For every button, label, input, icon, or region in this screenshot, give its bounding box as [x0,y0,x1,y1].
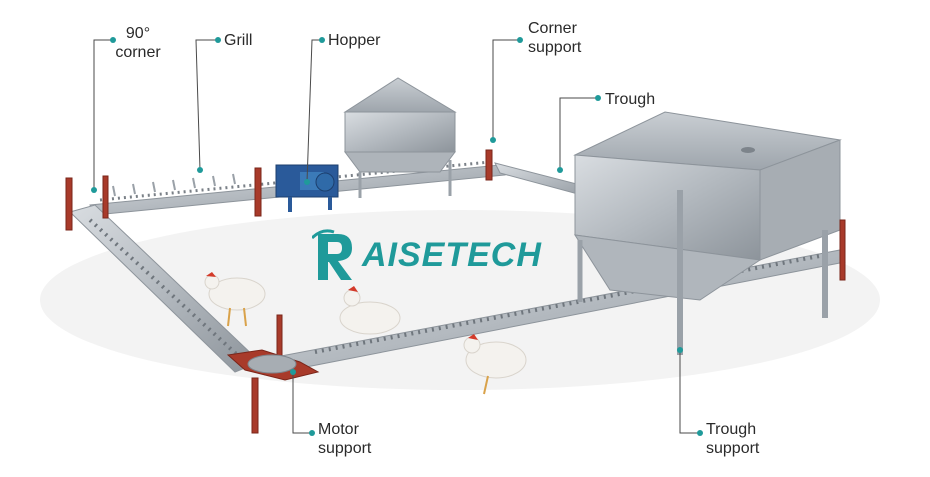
label-corner-support-line2: support [528,39,582,56]
label-corner-support-line1: Corner [528,20,577,37]
label-hopper: Hopper [328,32,381,49]
chicken-2 [339,286,401,335]
callout-dots [91,37,703,436]
label-trough-support-line1: Trough [706,421,757,438]
label-90-corner: 90° corner [112,24,164,62]
label-grill: Grill [224,32,253,49]
chicken-1 [204,272,266,327]
label-trough: Trough [605,91,656,108]
motor-support-plate [247,354,297,374]
label-motor-support-line1: Motor [318,421,359,438]
label-trough-support-line2: support [706,440,760,457]
grill-spikes [112,173,236,197]
hopper-small [343,77,457,198]
label-motor-support-line2: support [318,440,372,457]
label-trough-support: Trough support [706,420,759,458]
label-90-corner-line1: 90° [125,25,151,42]
brand-name: AISETECH [362,236,542,274]
chicken-3 [463,334,527,395]
hopper-large [573,111,842,355]
brand-r-mark-icon [310,229,352,280]
label-corner-support: Corner support [528,19,581,57]
brand-logo: AISETECH [310,228,541,284]
label-90-corner-line2: corner [115,44,161,61]
label-motor-support: Motor support [318,420,371,458]
callout-lines [93,39,700,434]
